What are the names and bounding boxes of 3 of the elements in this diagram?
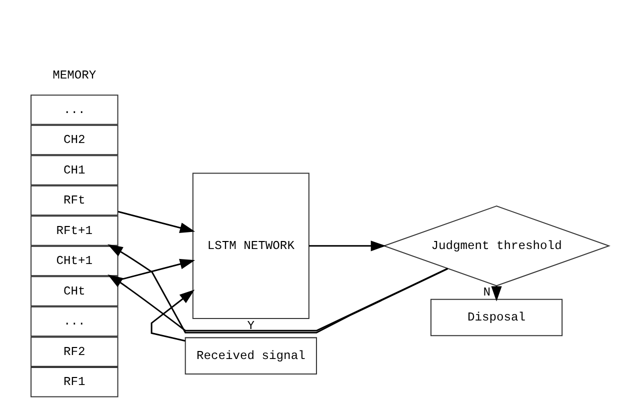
edge-label: N xyxy=(483,286,491,300)
label: MEMORY xyxy=(52,68,96,83)
edge-label: Y xyxy=(247,319,255,334)
